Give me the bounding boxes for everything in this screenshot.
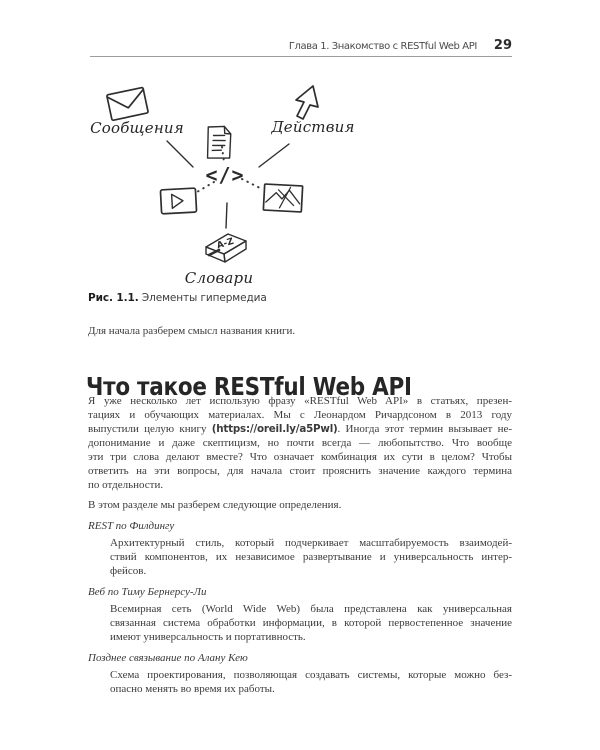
envelope-icon: [106, 86, 149, 122]
definition-body: Архитектурный стиль, который подчеркивае…: [110, 537, 512, 577]
chapter-title: Глава 1. Знакомство с RESTful Web API: [288, 41, 477, 52]
definition-term: Позднее связывание по Алану Кею: [88, 652, 248, 664]
definition-body: Схема проектирования, позволяющая создав…: [110, 669, 512, 695]
figure-caption-number: Рис. 1.1.: [88, 292, 139, 304]
hypermedia-figure: Сообщения Действия </>: [90, 85, 354, 287]
dictionaries-label: Словари: [185, 269, 253, 287]
book-cover-text: A-Z: [216, 237, 236, 252]
connector-dictionaries: [225, 202, 228, 229]
header-rule: [90, 56, 512, 57]
play-icon: [159, 187, 198, 215]
section-heading: Что такое RESTful Web API: [86, 371, 412, 401]
dotted-connector-image: [241, 178, 263, 190]
cursor-icon: [295, 85, 319, 120]
definition-rest: REST по Филдингу Архитектурный стиль, ко…: [88, 518, 512, 578]
definition-web: Веб по Тиму Бернерсу-Ли Всемирная сеть (…: [88, 584, 512, 644]
dictionary-icon: [205, 233, 247, 263]
paragraph-main: Я уже несколько лет использую фразу «RES…: [88, 395, 513, 491]
body-text: Я уже несколько лет использую фразу «RES…: [88, 394, 512, 696]
connector-actions: [258, 143, 290, 168]
running-head: Глава 1. Знакомство с RESTful Web API 29: [88, 38, 512, 53]
intro-paragraph: Для начала разберем смысл названия книги…: [88, 325, 296, 337]
document-icon: [206, 125, 232, 159]
definition-term: Веб по Тиму Бернерсу-Ли: [88, 586, 207, 598]
definition-late-binding: Позднее связывание по Алану Кею Схема пр…: [88, 650, 512, 696]
page-number: 29: [493, 38, 512, 53]
figure-caption: Рис. 1.1. Элементы гипермедиа: [88, 292, 267, 304]
dotted-connector-document: [221, 146, 225, 163]
image-icon: [262, 183, 304, 213]
messages-label: Сообщения: [90, 119, 184, 137]
paragraph-lead-in: В этом разделе мы разберем следующие опр…: [88, 499, 342, 511]
definition-body: Всемирная сеть (World Wide Web) была пре…: [110, 603, 512, 643]
actions-label: Действия: [270, 118, 354, 136]
code-icon: </>: [205, 163, 244, 187]
figure-caption-text: Элементы гипермедиа: [138, 292, 267, 304]
definition-term: REST по Филдингу: [88, 520, 175, 532]
connector-messages: [166, 140, 194, 168]
